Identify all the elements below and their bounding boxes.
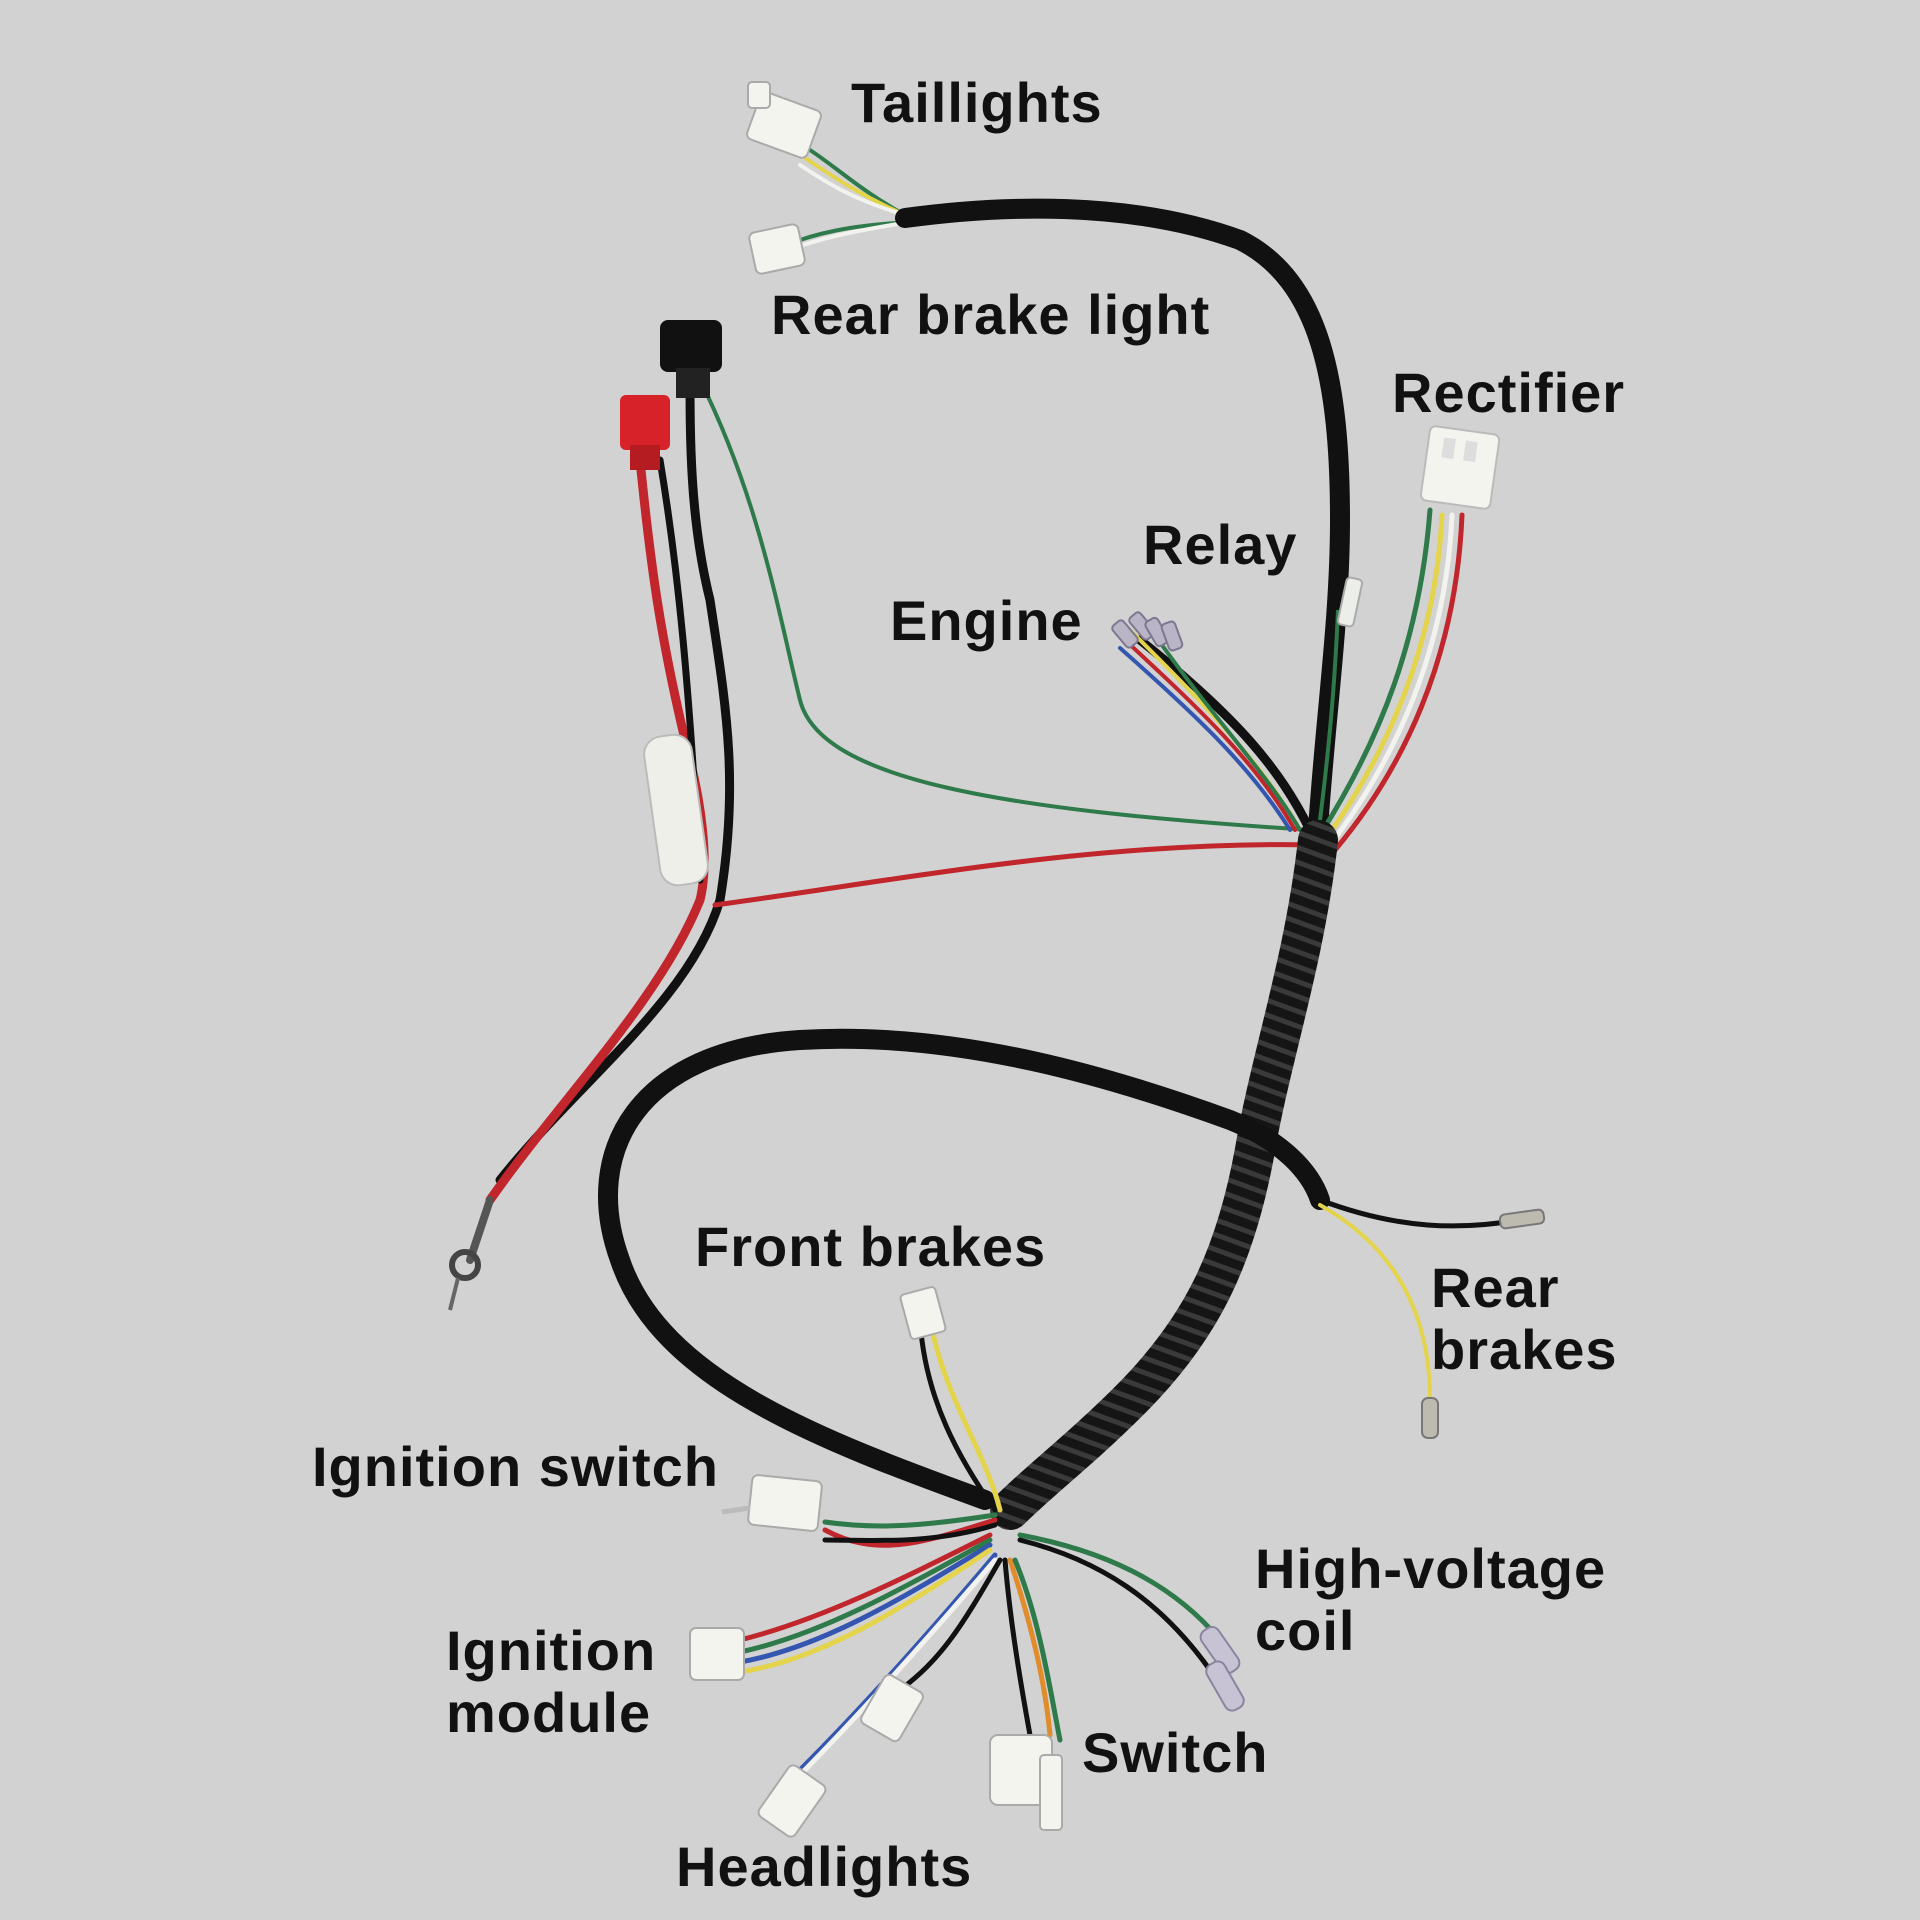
red-connector-icon xyxy=(620,395,670,470)
engine-wires xyxy=(1118,626,1315,835)
label-high-voltage-coil-line2: coil xyxy=(1255,1599,1356,1662)
rear-brake-loop xyxy=(598,1028,1330,1510)
label-rear-brakes: Rear brakes xyxy=(1431,1257,1618,1381)
taillight-connector-icon xyxy=(746,81,822,159)
rear-brake-light-connector-icon xyxy=(748,223,806,275)
label-front-brakes: Front brakes xyxy=(695,1215,1047,1278)
lower-branch-wires xyxy=(737,1317,1223,1788)
label-relay: Relay xyxy=(1143,513,1298,576)
coil-terminals-icon xyxy=(1199,1625,1245,1712)
corrugated-trunk xyxy=(990,820,1338,1530)
label-high-voltage-coil: High-voltage coil xyxy=(1255,1538,1606,1662)
label-ignition-switch: Ignition switch xyxy=(312,1435,719,1498)
taillight-wires xyxy=(798,148,912,248)
battery-branch xyxy=(485,365,1321,1205)
black-connector-icon xyxy=(660,320,722,398)
ignition-module-connector-icon xyxy=(689,1627,745,1681)
label-headlights: Headlights xyxy=(676,1835,973,1898)
label-switch: Switch xyxy=(1082,1721,1269,1784)
label-taillights: Taillights xyxy=(851,71,1103,134)
engine-terminals-icon xyxy=(1111,611,1184,652)
label-rectifier: Rectifier xyxy=(1392,361,1626,424)
rear-brake-terminals-icon xyxy=(1421,1208,1546,1439)
rear-brake-wires xyxy=(1317,1197,1523,1402)
label-rear-brakes-line1: Rear xyxy=(1431,1256,1560,1319)
label-rear-brakes-line2: brakes xyxy=(1431,1318,1618,1381)
label-ignition-module-line1: Ignition xyxy=(446,1619,657,1682)
headlight-connectors-icon xyxy=(757,1673,924,1838)
label-ignition-module: Ignition module xyxy=(446,1620,656,1744)
upper-main-sheath xyxy=(895,198,1351,840)
label-rear-brake-light: Rear brake light xyxy=(771,283,1211,346)
label-engine: Engine xyxy=(890,589,1083,652)
front-brakes-connector-icon xyxy=(899,1286,947,1340)
ring-terminal-icon xyxy=(448,1196,494,1311)
rectifier-wires xyxy=(1317,507,1465,853)
label-ignition-module-line2: module xyxy=(446,1681,652,1744)
fuse-holder-icon xyxy=(643,733,709,887)
switch-connector-icon xyxy=(989,1734,1063,1831)
label-high-voltage-coil-line1: High-voltage xyxy=(1255,1537,1607,1600)
rectifier-connector-icon xyxy=(1419,425,1501,510)
ignition-switch-connector-icon xyxy=(721,1474,823,1532)
relay-connector-icon xyxy=(1318,576,1364,821)
